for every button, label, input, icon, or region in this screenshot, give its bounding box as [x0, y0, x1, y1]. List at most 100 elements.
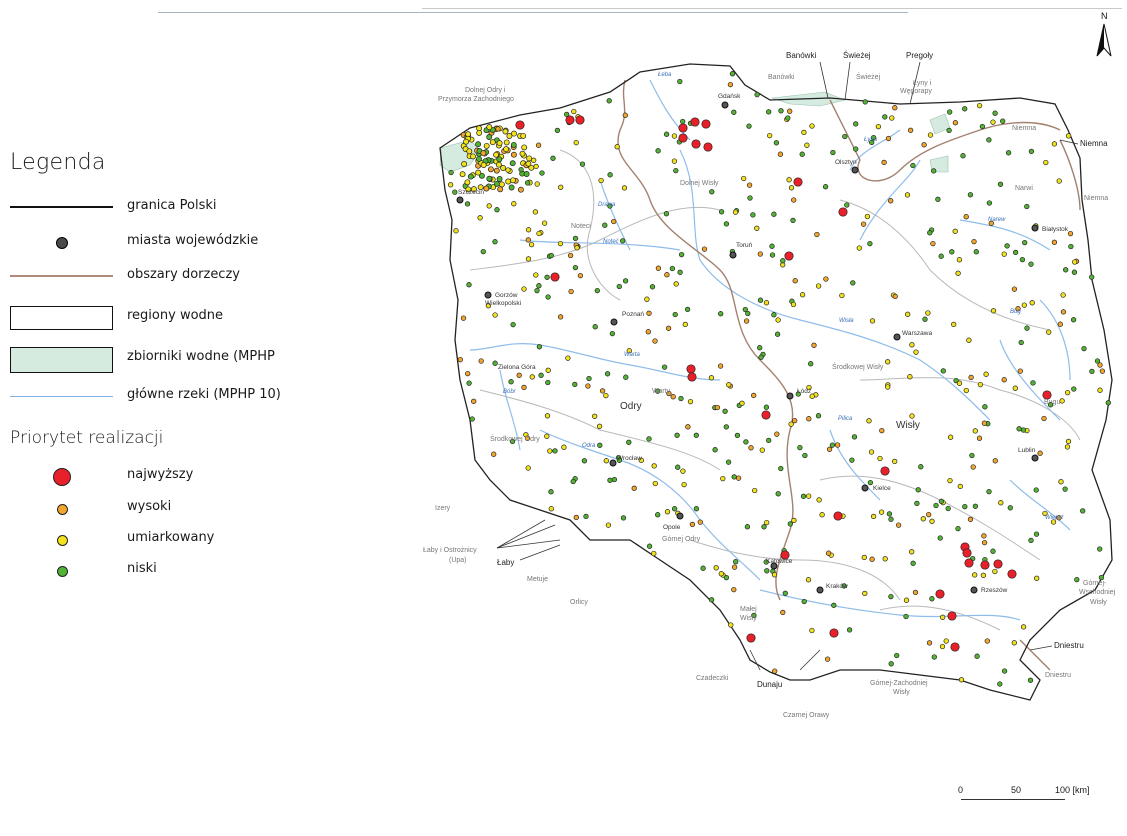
investment-point [568, 288, 574, 295]
investment-point [465, 370, 471, 377]
region-label: Wschodniej [1079, 589, 1116, 596]
investment-point [793, 177, 803, 187]
region-label: Dolnej Odry i [465, 87, 506, 94]
investment-point [956, 380, 963, 386]
investment-point [1018, 339, 1024, 346]
investment-points [447, 71, 1111, 687]
investment-point [981, 533, 987, 539]
investment-point [931, 168, 937, 174]
border-line-symbol [10, 206, 113, 208]
investment-point [980, 572, 987, 578]
priority-dot [57, 566, 68, 577]
investment-point [678, 133, 688, 143]
investment-point [480, 162, 487, 168]
investment-point [528, 241, 535, 248]
investment-point [475, 169, 482, 176]
city-label: Wielkopolski [485, 300, 521, 307]
investment-point [448, 169, 454, 176]
investment-point [545, 294, 551, 300]
investment-point [525, 227, 532, 233]
investment-point [496, 176, 503, 182]
investment-point [571, 108, 577, 115]
investment-point [894, 652, 900, 659]
investment-point [767, 132, 773, 139]
poland-map[interactable]: Dolnej Odry i Przymorza Zachodniego Banó… [420, 0, 1127, 836]
investment-point [713, 565, 719, 571]
investment-point [1037, 450, 1043, 456]
investment-point [510, 321, 516, 328]
investment-point [1099, 368, 1106, 374]
investment-point [853, 121, 859, 127]
region-label: Górnej- [1083, 580, 1107, 587]
investment-point [1001, 251, 1007, 257]
investment-point [870, 513, 877, 520]
city-label: Wrocław [617, 455, 642, 462]
investment-point [493, 151, 500, 158]
investment-point [962, 106, 968, 112]
investment-point [967, 192, 974, 198]
investment-point [523, 171, 530, 177]
investment-point [860, 221, 867, 227]
investment-point [921, 142, 927, 148]
city-dot [786, 392, 794, 400]
investment-point [665, 325, 672, 331]
scale-tick-100: 100 [km] [1055, 785, 1090, 795]
city-label: Łódź [797, 388, 811, 395]
investment-point [771, 572, 778, 578]
investment-point [646, 436, 652, 442]
investment-point [809, 627, 815, 634]
investment-point [829, 442, 836, 448]
investment-point [1071, 386, 1077, 392]
investment-point [700, 565, 706, 571]
investment-point [742, 306, 748, 313]
investment-point [521, 286, 527, 292]
investment-point [990, 548, 996, 554]
investment-point [486, 175, 493, 182]
investment-point [747, 195, 753, 201]
investment-point [466, 380, 472, 386]
investment-point [763, 559, 769, 565]
investment-point [992, 110, 998, 116]
investment-point [926, 511, 932, 518]
investment-point [714, 404, 721, 411]
investment-point [1012, 385, 1018, 391]
investment-point [581, 458, 588, 464]
investment-point [677, 78, 683, 85]
investment-point [457, 356, 463, 363]
legend-item-rivers: główne rzeki (MPHP 10) [10, 384, 310, 410]
investment-point [909, 413, 915, 419]
investment-point [536, 230, 542, 237]
investment-point [882, 556, 888, 562]
region-label: Wisły [896, 420, 920, 431]
investment-point [607, 477, 613, 483]
city-label: Katowice [766, 558, 793, 565]
investment-point [957, 483, 963, 490]
investment-point [503, 146, 510, 153]
investment-point [447, 182, 454, 188]
investment-point [981, 420, 988, 426]
investment-point [967, 516, 974, 522]
investment-point [869, 318, 876, 324]
investment-point [952, 120, 959, 126]
investment-point [1004, 243, 1010, 249]
legend-title: Legenda [10, 150, 106, 175]
investment-point [599, 388, 606, 394]
city-label: Toruń [736, 242, 753, 249]
priority-dot [57, 535, 68, 546]
investment-point [822, 184, 829, 190]
investment-point [945, 505, 951, 512]
investment-point [611, 218, 617, 225]
investment-point [452, 189, 458, 195]
investment-point [525, 465, 531, 471]
investment-point [777, 151, 784, 157]
investment-point [943, 638, 949, 644]
priority-moderate: umiarkowany [10, 527, 310, 553]
investment-point [804, 142, 810, 148]
investment-point [491, 451, 497, 457]
investment-point [727, 81, 734, 88]
investment-point [764, 568, 770, 574]
legend-label: zbiorniki wodne (MPHP [127, 349, 275, 364]
investment-point [833, 511, 843, 521]
investment-point [520, 132, 527, 139]
investment-point [775, 317, 781, 323]
